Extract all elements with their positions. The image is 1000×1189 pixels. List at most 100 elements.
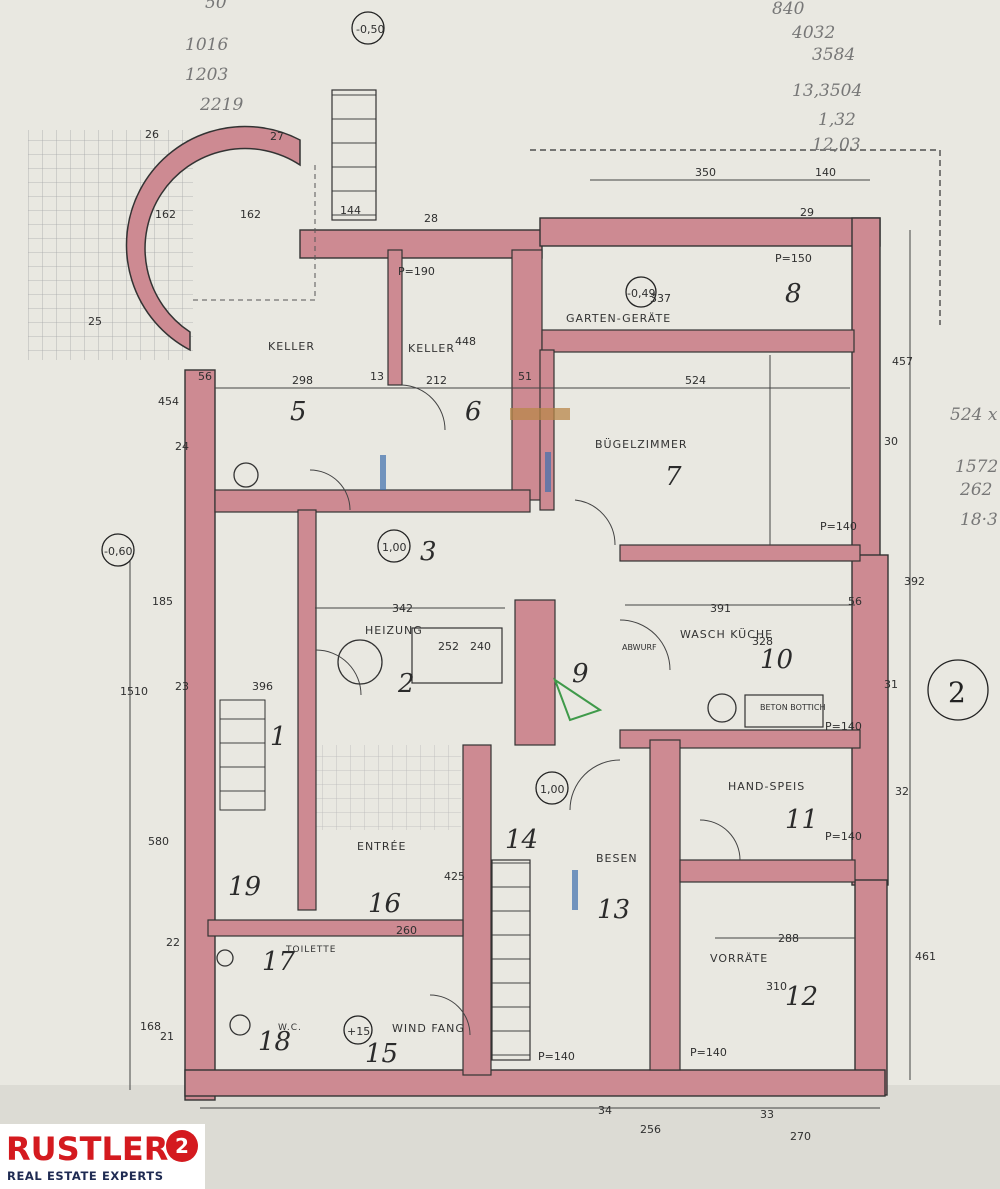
- room-number: 12: [785, 982, 818, 1012]
- boiler-circle: [337, 639, 383, 685]
- interior-walls: [207, 249, 861, 1076]
- dimension-label: 457: [892, 355, 913, 368]
- dimension-label: 185: [152, 595, 173, 608]
- room-number: 15: [365, 1039, 398, 1069]
- room-name: WIND FANG: [392, 1022, 465, 1035]
- dimension-label: P=140: [690, 1046, 727, 1059]
- pencil-note: 840: [772, 0, 805, 19]
- dimension-label: 25: [88, 315, 102, 328]
- dimension-label: 260: [396, 924, 417, 937]
- level-label: 1,00: [540, 783, 565, 796]
- room-name: W.C.: [278, 1023, 302, 1033]
- dimension-label: 212: [426, 374, 447, 387]
- dimension-label: 298: [292, 374, 313, 387]
- pencil-note: 18·3: [960, 510, 998, 530]
- logo-wordmark: RUSTLER: [6, 1130, 169, 1168]
- main-staircase: [491, 859, 531, 1061]
- betontottich-label: BETON BOTTICH: [760, 703, 826, 712]
- room-number: 1: [270, 722, 287, 752]
- dimension-label: 350: [695, 166, 716, 179]
- dimension-label: 29: [800, 206, 814, 219]
- room-name: GARTEN-GERÄTE: [566, 312, 671, 325]
- dimension-label: 21: [160, 1030, 174, 1043]
- room-number: 3: [420, 537, 437, 567]
- dimension-label: 30: [884, 435, 898, 448]
- dimension-label: P=140: [825, 720, 862, 733]
- level-label: -0,60: [104, 545, 132, 558]
- room-number: 11: [785, 805, 818, 835]
- room-number: 19: [228, 872, 261, 902]
- room-number: 10: [760, 645, 793, 675]
- room-name: KELLER: [408, 342, 455, 355]
- level-label: -0,50: [356, 23, 384, 36]
- room-number: 17: [262, 947, 296, 977]
- pencil-note: 262: [959, 480, 992, 500]
- room-name: WASCH KÜCHE: [680, 628, 773, 641]
- room-number: 5: [290, 397, 307, 427]
- dimension-label: 337: [650, 292, 671, 305]
- logo-badge-icon: 2: [166, 1130, 198, 1162]
- dimension-label: 27: [270, 130, 284, 143]
- round-tower-wall: [125, 125, 301, 352]
- dimension-label: 270: [790, 1130, 811, 1143]
- dimension-label: 162: [240, 208, 261, 221]
- dashed-outline: [530, 149, 941, 325]
- room-number: 7: [665, 462, 682, 492]
- dimension-label: 524: [685, 374, 706, 387]
- pencil-note: 13,3504: [792, 81, 862, 101]
- room-number: 2: [397, 669, 415, 699]
- dimension-label: 33: [760, 1108, 774, 1121]
- dimension-label: 580: [148, 835, 169, 848]
- heating-unit: [411, 627, 503, 684]
- dimension-label: 240: [470, 640, 491, 653]
- dimension-label: 310: [766, 980, 787, 993]
- dimension-label: 425: [444, 870, 465, 883]
- pencil-note: 50: [205, 0, 227, 13]
- dimension-label: 391: [710, 602, 731, 615]
- dimension-label: 22: [166, 936, 180, 949]
- dimension-label: 328: [752, 635, 773, 648]
- dimension-label: 28: [424, 212, 438, 225]
- dimension-label: 26: [145, 128, 159, 141]
- dimension-label: P=140: [825, 830, 862, 843]
- pencil-note: 3584: [812, 45, 855, 65]
- dimension-label: P=150: [775, 252, 812, 265]
- room-name: HAND-SPEIS: [728, 780, 805, 793]
- dimension-label: 162: [155, 208, 176, 221]
- room-name: HEIZUNG: [365, 624, 423, 637]
- room-name: BESEN: [596, 852, 638, 865]
- top-staircase: [331, 89, 377, 221]
- rustler-logo: RUSTLER 2 REAL ESTATE EXPERTS: [0, 1124, 205, 1189]
- dimension-label: 24: [175, 440, 189, 453]
- dimension-label: P=140: [538, 1050, 575, 1063]
- room-number: 16: [368, 889, 401, 919]
- room-number: 13: [597, 895, 630, 925]
- dimension-label: 392: [904, 575, 925, 588]
- room-name: VORRÄTE: [710, 952, 768, 965]
- logo-tagline: REAL ESTATE EXPERTS: [7, 1169, 164, 1183]
- level-label: 1,00: [382, 541, 407, 554]
- level-label: -0,49: [627, 287, 655, 300]
- pencil-note: 1203: [185, 65, 228, 85]
- pencil-note: 1016: [185, 35, 228, 55]
- level-label: +15: [347, 1025, 370, 1038]
- pencil-note: 524 x: [950, 405, 998, 425]
- hatched-area-entry: [316, 745, 461, 830]
- dimension-label: 461: [915, 950, 936, 963]
- dimension-label: 34: [598, 1104, 612, 1117]
- outer-walls: [184, 217, 889, 1101]
- dimension-label: 1510: [120, 685, 148, 698]
- room-number: 6: [465, 397, 482, 427]
- pencil-note: 4032: [791, 23, 835, 43]
- dimension-label: 144: [340, 204, 361, 217]
- dimension-label: 342: [392, 602, 413, 615]
- dimension-label: 56: [848, 595, 862, 608]
- dimension-label: 454: [158, 395, 179, 408]
- dimension-label: 168: [140, 1020, 161, 1033]
- dimension-labels: 350 140 144 162 162 298 212 524 342 391 …: [88, 128, 936, 1143]
- betontottich-box: [744, 694, 824, 728]
- room-name: TOILETTE: [285, 945, 336, 955]
- dimension-label: 13: [370, 370, 384, 383]
- room-name: ENTRÉE: [357, 840, 406, 853]
